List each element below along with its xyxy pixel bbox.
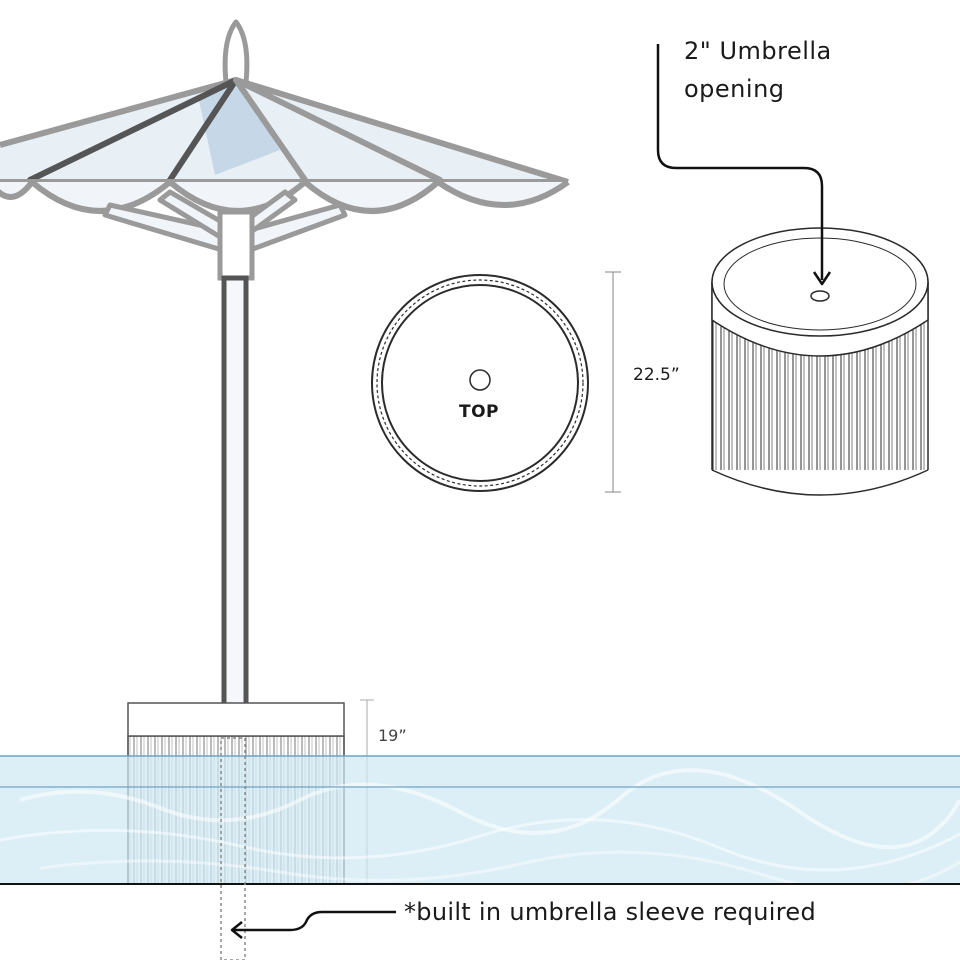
top-view-label: TOP — [459, 402, 500, 422]
pool-water — [0, 755, 960, 892]
arrow-icon — [230, 910, 396, 939]
opening-line-2: opening — [684, 75, 785, 103]
umbrella-opening-label: 2" Umbrella opening — [684, 32, 832, 108]
umbrella-illustration — [0, 19, 570, 733]
planter-3d-view — [711, 227, 929, 496]
sleeve-note-label: *built in umbrella sleeve required — [404, 898, 816, 926]
arrow-icon — [656, 44, 832, 286]
bench-height-label: 19” — [378, 726, 407, 745]
planter-top-view — [371, 274, 589, 492]
height-dimension-planter — [605, 271, 621, 493]
planter-height-label: 22.5” — [633, 365, 680, 385]
opening-line-1: 2" Umbrella — [684, 37, 832, 65]
